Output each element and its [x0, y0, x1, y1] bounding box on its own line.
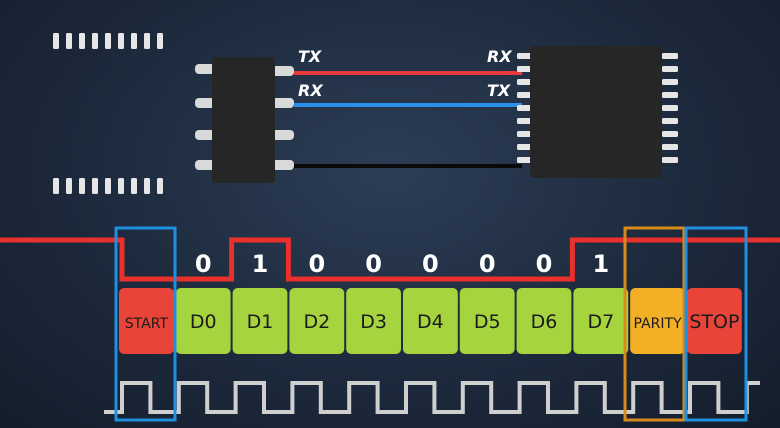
microcontroller-pin — [517, 105, 533, 111]
field-label-start: START — [125, 316, 169, 332]
microcontroller-pin — [662, 157, 678, 163]
microcontroller-pin — [79, 33, 85, 49]
left-ic-pin — [195, 98, 215, 108]
frame-fields: START D0 D1 D2 D3 D4 D5 D6 D7 PARITY STOP — [119, 288, 742, 354]
microcontroller-pin — [662, 144, 678, 150]
microcontroller-pin — [517, 118, 533, 124]
bit-values: 0 1 0 0 0 0 0 1 — [195, 250, 609, 278]
microcontroller-pin — [517, 79, 533, 85]
field-label-d4: D4 — [417, 311, 444, 333]
right-rx-label: RX — [487, 47, 512, 66]
field-d5 — [459, 288, 515, 354]
microcontroller-pin — [131, 178, 137, 194]
microcontroller-pin — [131, 33, 137, 49]
microcontroller-pin — [662, 53, 678, 59]
microcontroller-pin — [105, 33, 111, 49]
field-label-d5: D5 — [474, 311, 501, 333]
bit-value-d2: 0 — [308, 250, 325, 278]
field-stop — [687, 288, 742, 354]
microcontroller-pin — [53, 178, 59, 194]
bit-value-d5: 0 — [479, 250, 496, 278]
left-rx-label: RX — [298, 81, 323, 100]
field-d7 — [573, 288, 629, 354]
field-d6 — [516, 288, 572, 354]
field-parity — [630, 288, 685, 354]
start-bit-highlight — [114, 226, 177, 422]
field-d4 — [403, 288, 458, 354]
microcontroller-pin — [517, 92, 533, 98]
left-ic-body — [212, 57, 275, 183]
field-d1 — [232, 288, 288, 354]
microcontroller-pin — [517, 144, 533, 150]
microcontroller-pin — [118, 33, 124, 49]
bit-value-d6: 0 — [536, 250, 553, 278]
bit-value-d7: 1 — [592, 250, 609, 278]
left-ic-pin — [272, 98, 294, 108]
microcontroller-pin — [79, 178, 85, 194]
clock-waveform — [104, 381, 760, 414]
left-ic-pin — [272, 130, 294, 140]
left-ic-pin — [272, 160, 294, 170]
left-ic-pin — [195, 160, 215, 170]
microcontroller-pin — [517, 157, 533, 163]
stop-bit-highlight — [684, 226, 748, 422]
field-label-parity: PARITY — [634, 316, 683, 332]
bit-value-d3: 0 — [365, 250, 382, 278]
microcontroller-pin — [662, 118, 678, 124]
microcontroller-body — [530, 46, 662, 178]
microcontroller-chip — [53, 33, 678, 194]
right-tx-label: TX — [487, 81, 511, 100]
field-label-d0: D0 — [190, 311, 217, 333]
field-label-stop: STOP — [689, 311, 739, 333]
microcontroller-pin — [517, 66, 533, 72]
parity-bit-highlight — [623, 226, 686, 422]
left-ic-pin — [272, 66, 294, 76]
microcontroller-pin — [662, 66, 678, 72]
microcontroller-pin — [144, 178, 150, 194]
uart-signal-waveform — [0, 237, 780, 282]
field-label-d7: D7 — [587, 311, 614, 333]
microcontroller-pin — [517, 53, 533, 59]
microcontroller-pin — [662, 92, 678, 98]
field-start — [119, 288, 174, 354]
microcontroller-pin — [144, 33, 150, 49]
microcontroller-pin — [53, 33, 59, 49]
field-d3 — [346, 288, 401, 354]
microcontroller-pin — [157, 33, 163, 49]
bit-value-d4: 0 — [422, 250, 439, 278]
field-d2 — [289, 288, 345, 354]
microcontroller-pin — [157, 178, 163, 194]
field-label-d2: D2 — [303, 311, 330, 333]
field-label-d1: D1 — [247, 311, 274, 333]
microcontroller-pin — [662, 79, 678, 85]
field-label-d6: D6 — [531, 311, 558, 333]
microcontroller-pin — [517, 131, 533, 137]
bit-value-d0: 0 — [195, 250, 212, 278]
microcontroller-pin — [92, 33, 98, 49]
left-tx-label: TX — [298, 47, 322, 66]
microcontroller-pin — [66, 33, 72, 49]
microcontroller-pin — [662, 105, 678, 111]
microcontroller-pin — [662, 131, 678, 137]
bit-value-d1: 1 — [252, 250, 269, 278]
left-ic-pin — [195, 130, 215, 140]
microcontroller-pin — [118, 178, 124, 194]
field-label-d3: D3 — [360, 311, 387, 333]
microcontroller-pin — [105, 178, 111, 194]
field-d0 — [175, 288, 231, 354]
microcontroller-pin — [92, 178, 98, 194]
left-ic-chip — [195, 57, 294, 183]
microcontroller-pin — [66, 178, 72, 194]
left-ic-pin — [195, 64, 215, 74]
